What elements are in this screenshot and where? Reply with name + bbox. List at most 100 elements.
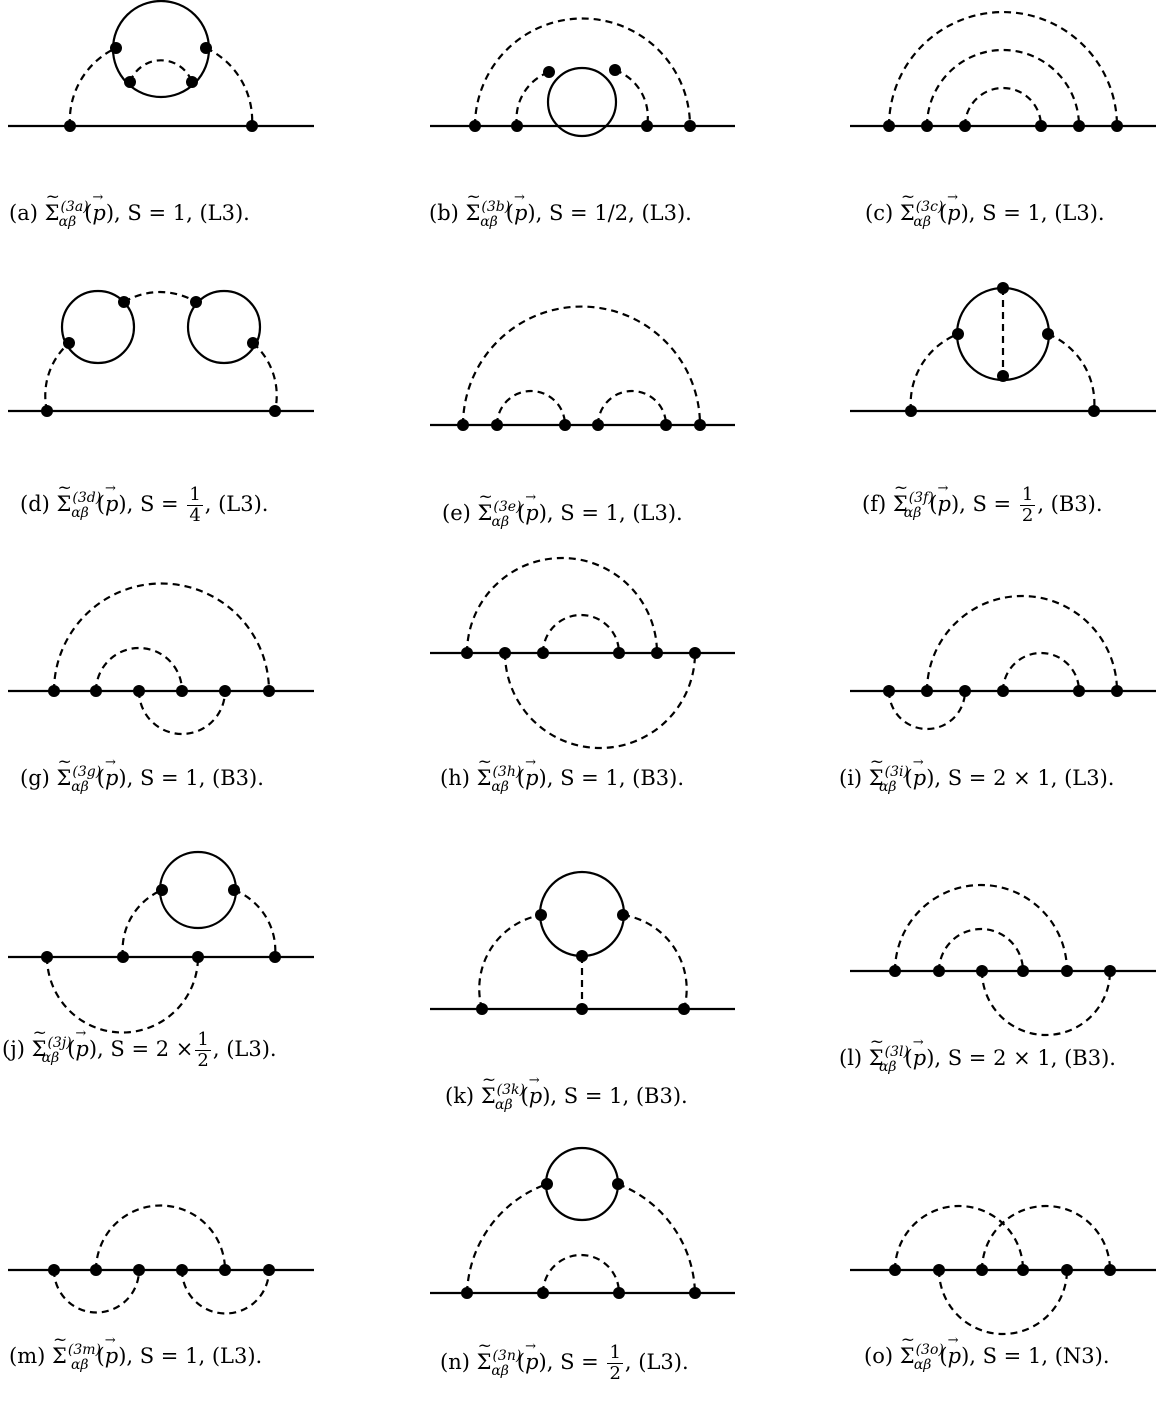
caption-letter: (a) [9, 201, 38, 225]
boson-propagator [887, 10, 1119, 127]
vertex-dot [1061, 965, 1073, 977]
vertex-dot [694, 419, 706, 431]
boson-propagator [617, 1182, 697, 1294]
diagram-i [850, 594, 1156, 731]
vertex-dot [48, 1264, 60, 1276]
caption-letter: (c) [865, 201, 894, 225]
caption-d: (d) Σ(3d)αβ(p), S = 14, (L3). [20, 480, 268, 526]
caption-letter: (l) [839, 1046, 863, 1070]
boson-propagator [68, 47, 117, 127]
boson-propagator [937, 927, 1025, 972]
boson-propagator [963, 86, 1043, 127]
boson-propagator [980, 970, 1112, 1037]
vertex-dot [511, 120, 523, 132]
caption-m: (m) Σ(3m)αβ(p), S = 1, (L3). [9, 1332, 262, 1372]
boson-propagator [461, 305, 702, 426]
diagram-n [430, 1146, 735, 1299]
caption-letter: (b) [429, 201, 459, 225]
fermion-loop [60, 289, 136, 365]
vertex-dot [537, 647, 549, 659]
vertex-dot [1061, 1264, 1073, 1276]
boson-propagator [121, 888, 163, 958]
vertex-dot [228, 884, 240, 896]
vertex-dot [1035, 120, 1047, 132]
vertex-dot [461, 647, 473, 659]
vertex-dot [192, 951, 204, 963]
vertex-dot [90, 685, 102, 697]
vertex-dot [133, 1264, 145, 1276]
caption-letter: (f) [862, 491, 887, 516]
vertex-dot [1111, 685, 1123, 697]
vertex-dot [959, 120, 971, 132]
boson-propagator [515, 70, 550, 127]
vertex-dot [457, 419, 469, 431]
boson-propagator [1047, 332, 1096, 412]
boson-propagator [205, 47, 254, 127]
boson-propagator [937, 1269, 1069, 1336]
vertex-dot [219, 685, 231, 697]
vertex-dot [592, 419, 604, 431]
boson-propagator [495, 389, 567, 426]
boson-propagator [541, 1253, 621, 1294]
boson-propagator [893, 1204, 1025, 1271]
vertex-dot [247, 337, 259, 349]
boson-propagator [478, 913, 542, 1010]
diagram-e [430, 305, 735, 431]
vertex-dot [689, 647, 701, 659]
vertex-dot [678, 1003, 690, 1015]
caption-a: (a) Σ(3a)αβ(p), S = 1, (L3). [9, 189, 250, 229]
vertex-dot [133, 685, 145, 697]
vertex-dot [1017, 1264, 1029, 1276]
boson-propagator [925, 594, 1119, 692]
vertex-dot [883, 120, 895, 132]
boson-propagator [252, 342, 278, 412]
vertex-dot [537, 1287, 549, 1299]
caption-letter: (o) [864, 1344, 894, 1368]
vertex-dot [118, 296, 130, 308]
vertex-dot [933, 965, 945, 977]
vertex-dot [263, 1264, 275, 1276]
diagram-m [8, 1204, 314, 1315]
vertex-dot [219, 1264, 231, 1276]
vertex-dot [997, 282, 1009, 294]
diagram-k [430, 870, 735, 1015]
boson-propagator [233, 888, 277, 958]
diagram-l [850, 883, 1156, 1037]
caption-h: (h) Σ(3h)αβ(p), S = 1, (B3). [440, 754, 684, 794]
caption-letter: (h) [440, 766, 470, 790]
boson-propagator [52, 1269, 141, 1314]
boson-propagator [925, 48, 1081, 127]
caption-f: (f) Σ(3f)αβ(p), S = 12, (B3). [862, 480, 1103, 526]
caption-c: (c) Σ(3c)αβ(p), S = 1, (L3). [865, 189, 1105, 229]
vertex-dot [41, 951, 53, 963]
vertex-dot [63, 337, 75, 349]
vertex-dot [1111, 120, 1123, 132]
boson-propagator [94, 1204, 227, 1271]
vertex-dot [613, 647, 625, 659]
caption-e: (e) Σ(3e)αβ(p), S = 1, (L3). [442, 489, 683, 529]
vertex-dot [959, 685, 971, 697]
vertex-dot [976, 965, 988, 977]
fermion-loop [186, 289, 262, 365]
vertex-dot [1017, 965, 1029, 977]
vertex-dot [41, 405, 53, 417]
vertex-dot [576, 1003, 588, 1015]
fermion-loop [158, 850, 238, 930]
vertex-dot [921, 120, 933, 132]
boson-propagator [52, 582, 271, 692]
diagram-h [430, 556, 735, 750]
vertex-dot [90, 1264, 102, 1276]
vertex-dot [176, 685, 188, 697]
caption-letter: (g) [20, 766, 50, 790]
caption-j: (j) Σ(3j)αβ(p), S = 2 ×12, (L3). [2, 1025, 277, 1071]
vertex-dot [476, 1003, 488, 1015]
diagram-c [850, 10, 1156, 132]
vertex-dot [499, 647, 511, 659]
vertex-dot [263, 685, 275, 697]
boson-propagator [622, 913, 688, 1010]
vertex-dot [576, 950, 588, 962]
vertex-dot [269, 405, 281, 417]
boson-propagator [1001, 651, 1081, 692]
